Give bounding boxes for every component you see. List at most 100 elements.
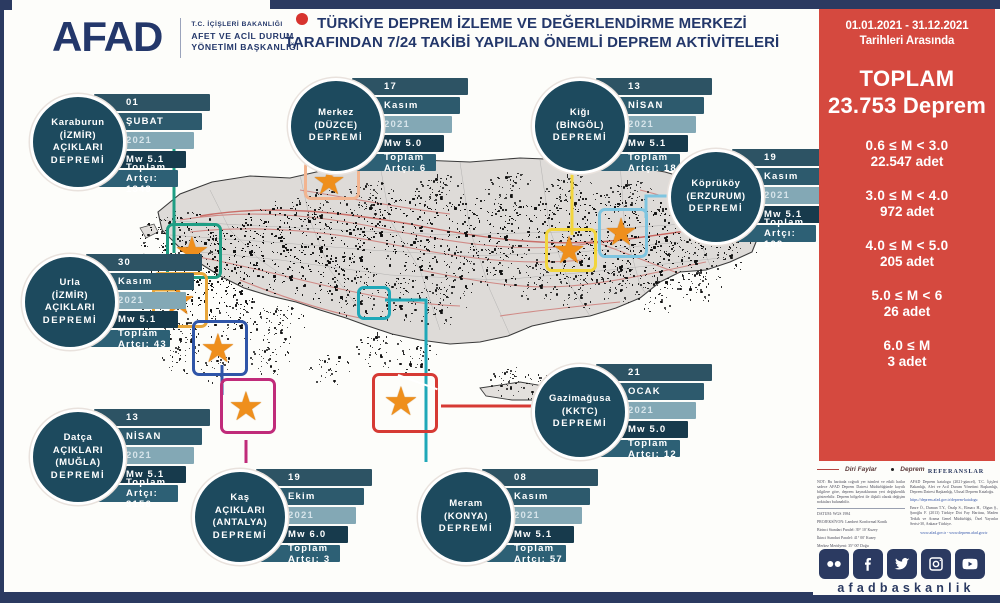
afad-logo: AFAD T.C. İÇİŞLERİ BAKANLIĞI AFET VE ACİ… [52,13,309,60]
magnitude-count-4: 26 adet [883,304,931,319]
magnitude-range-4: 5.0 ≤ M < 6 [871,288,943,303]
magnitude-group-4: 5.0 ≤ M < 6 26 adet [819,288,995,319]
quake-name-line-2: (DÜZCE) [314,119,358,131]
quake-card-kigi[interactable]: 13 NİSAN 2021 Mw 5.1 Toplam Artçı: 18 Ki… [532,72,722,184]
quake-name-line-1: Köprüköy [691,178,741,190]
social-handle[interactable]: afadbaskanlik [837,581,975,595]
instagram-button[interactable] [921,549,951,579]
quake-name-circle-duzce[interactable]: Merkez (DÜZCE) DEPREMİ [288,78,384,174]
projection-line-3: Birinci Standart Paralel: 39° 10' Kuzey [817,528,878,533]
highlight-box-datca[interactable] [192,320,248,376]
facebook-button[interactable] [853,549,883,579]
date-range-line-1: 01.01.2021 - 31.12.2021 [845,20,969,32]
quake-name-line-4: DEPREMİ [212,529,268,541]
quake-aftershocks-karaburun: Toplam Artçı: 1349 [94,162,178,195]
highlight-box-gazimagusa[interactable] [372,373,438,433]
legend-faults-label: Diri Faylar [845,466,877,473]
quake-name-circle-datca[interactable]: Datça AÇIKLARI (MUĞLA) DEPREMİ [30,409,126,505]
title-line-1: TÜRKİYE DEPREM İZLEME VE DEĞERLENDİRME M… [317,15,747,32]
total-value: 23.753 Deprem [828,93,986,118]
highlight-box-kas[interactable] [220,378,276,434]
quake-name-circle-koprukoy[interactable]: Köprüköy (ERZURUM) DEPREMİ [668,149,764,245]
quake-day-duzce: 17 [352,78,468,95]
quake-card-meram[interactable]: 08 Kasım 2021 Mw 5.1 Toplam Artçı: 57 Me… [418,463,608,575]
quake-name-circle-urla[interactable]: Urla (İZMİR) AÇIKLARI DEPREMİ [22,254,118,350]
epicenter-star-datca: ★ [200,327,236,371]
quake-card-duzce[interactable]: 17 Kasım 2021 Mw 5.0 Toplam Artçı: 6 Mer… [288,72,478,184]
quake-aftershocks-meram: Toplam Artçı: 57 [482,543,566,565]
date-range: 01.01.2021 - 31.12.2021 Tarihleri Arasın… [819,19,995,49]
quake-name-line-2: (İZMİR) [51,289,89,301]
projection-line-1: DATUM: WGS 1984 [817,511,851,516]
ministry-line-2: AFET VE ACİL DURUM [191,30,294,41]
quake-card-datca[interactable]: 13 NİSAN 2021 Mw 5.1 Toplam Artçı: 3156 … [30,403,220,515]
quake-name-line-2: (KKTC) [561,405,599,417]
quake-name-line-3: (MUĞLA) [55,457,101,468]
top-left-accent-bar [0,0,12,10]
quake-name-line-1: Datça [63,432,93,443]
epicenter-star-kigi: ★ [552,230,587,272]
quake-name-circle-meram[interactable]: Meram (KONYA) DEPREMİ [418,469,514,565]
footer-panel: Diri Faylar Deprem REFERANSLAR NOT: Bu h… [813,463,1000,595]
highlight-box-meram[interactable] [357,286,391,320]
quake-card-karaburun[interactable]: 01 ŞUBAT 2021 Mw 5.1 Toplam Artçı: 1349 … [30,88,220,200]
quake-name-line-1: Kiğı [569,107,591,119]
reference-text-2: Emre Ö., Duman T.Y., Özalp S., Elmacı H.… [910,506,998,526]
quake-aftershocks-duzce: Toplam Artçı: 6 [352,152,436,174]
quake-name-circle-kigi[interactable]: Kiğı (BİNGÖL) DEPREMİ [532,78,628,174]
date-range-line-2: Tarihleri Arasında [859,35,955,47]
quake-aftershocks-urla: Toplam Artçı: 43 [86,328,170,350]
reference-link-1[interactable]: https://deprem.afad.gov.tr/deprem-katalo… [910,498,978,503]
quake-aftershocks-gazimagusa: Toplam Artçı: 12 [596,438,680,460]
quake-name-line-2: AÇIKLARI [52,444,104,456]
youtube-button[interactable] [955,549,985,579]
quake-aftershocks-kas: Toplam Artçı: 3 [256,543,340,565]
quake-name-line-2: (BİNGÖL) [555,119,605,131]
top-right-accent-bar [270,0,1000,9]
quake-day-datca: 13 [94,409,210,426]
reference-link-2[interactable]: www.afad.gov.tr - www.deprem.afad.gov.tr [920,530,988,535]
quake-aftershocks-kigi: Toplam Artçı: 18 [596,152,680,174]
highlight-box-karaburun[interactable] [166,223,222,279]
facebook-icon [865,558,871,571]
fault-line-icon [817,468,839,471]
page-title: TÜRKİYE DEPREM İZLEME VE DEĞERLENDİRME M… [282,14,782,52]
magnitude-group-3: 4.0 ≤ M < 5.0 205 adet [819,238,995,269]
bottom-inner-accent-bar [0,592,828,595]
afad-wordmark: AFAD [52,13,163,60]
quake-dot-icon [890,467,895,472]
quake-name-line-2: AÇIKLARI [214,504,266,516]
quake-name-line-3: DEPREMİ [308,132,364,144]
quake-card-kas[interactable]: 19 Ekim 2021 Mw 6.0 Toplam Artçı: 3 Kaş … [192,463,382,575]
quake-name-line-3: (ANTALYA) [212,517,268,528]
magnitude-range-1: 0.6 ≤ M < 3.0 [865,138,949,153]
twitter-button[interactable] [887,549,917,579]
quake-name-line-1: Gazimağusa [549,393,611,405]
quake-aftershocks-koprukoy: Toplam Artçı: 109 [732,217,816,250]
reference-text-1: AFAD Deprem katalogu (2021-güncel), T.C.… [910,480,998,495]
magnitude-range-2: 3.0 ≤ M < 4.0 [865,188,949,203]
map-legend: Diri Faylar Deprem [813,463,1000,475]
quake-card-koprukoy[interactable]: 19 Kasım 2021 Mw 5.1 Toplam Artçı: 109 K… [668,143,858,255]
flickr-button[interactable] [819,549,849,579]
quake-aftershocks-datca: Toplam Artçı: 3156 [94,477,178,510]
epicenter-star-gazimagusa: ★ [383,380,419,424]
magnitude-group-1: 0.6 ≤ M < 3.0 22.547 adet [819,138,995,169]
quake-card-gazimagusa[interactable]: 21 OCAK 2021 Mw 5.0 Toplam Artçı: 12 Gaz… [532,358,722,470]
quake-name-circle-kas[interactable]: Kaş AÇIKLARI (ANTALYA) DEPREMİ [192,469,288,565]
highlight-box-koprukoy[interactable] [598,208,648,258]
quake-name-circle-gazimagusa[interactable]: Gazimağusa (KKTC) DEPREMİ [532,364,628,460]
quake-name-line-1: Merkez [318,107,354,119]
footer-note-column: NOT: Bu haritada coğrafi yer isimleri ve… [817,480,905,552]
highlight-box-kigi[interactable] [545,228,597,272]
active-fault-lines [159,189,760,319]
quake-name-line-2: (KONYA) [444,510,488,522]
quake-name-line-3: DEPREMİ [438,523,494,535]
quake-day-kas: 19 [256,469,372,486]
quake-card-urla[interactable]: 30 Kasım 2021 Mw 5.1 Toplam Artçı: 43 Ur… [22,248,212,360]
ministry-line-3: YÖNETİMİ BAŞKANLIĞI [191,42,300,52]
twitter-icon [894,558,910,570]
ministry-text: T.C. İÇİŞLERİ BAKANLIĞI AFET VE ACİL DUR… [191,19,299,54]
quake-name-circle-karaburun[interactable]: Karaburun (İZMİR) AÇIKLARI DEPREMİ [30,94,126,190]
